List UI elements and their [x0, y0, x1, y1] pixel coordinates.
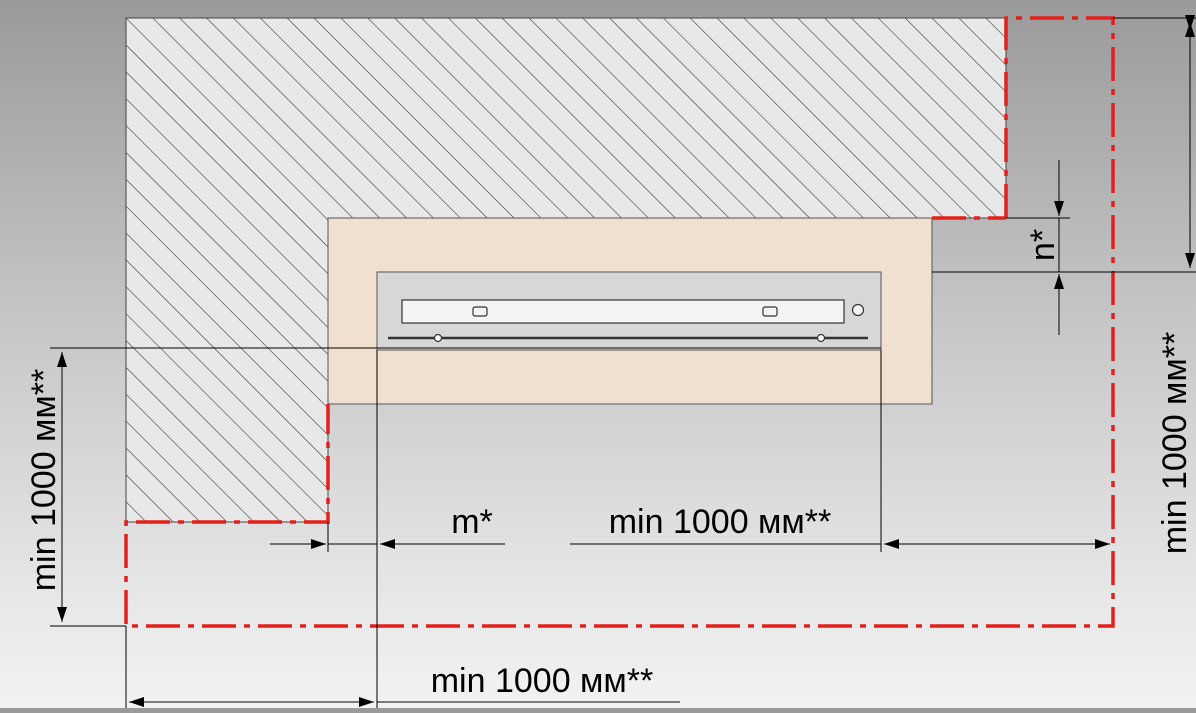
label-bottom-horizontal: min 1000 мм** — [431, 662, 654, 700]
clearance-zone-outline — [124, 16, 1115, 628]
slot-right — [762, 306, 778, 317]
dim-m: m* — [270, 503, 505, 552]
label-m: m* — [451, 503, 493, 541]
knob-icon — [851, 303, 865, 317]
label-left-vertical: min 1000 мм** — [25, 369, 63, 592]
dim-bottom-horizontal: min 1000 мм** — [129, 662, 680, 707]
fireplace-unit — [376, 271, 882, 351]
label-n: n* — [1024, 229, 1062, 261]
dim-right-vertical: min 1000 мм** — [1156, 15, 1195, 555]
extension-lines — [50, 17, 1196, 708]
dim-right-horizontal: min 1000 мм** — [570, 503, 1110, 549]
label-right-vertical: min 1000 мм** — [1156, 332, 1194, 555]
dim-left-vertical: min 1000 мм** — [25, 352, 67, 622]
dim-n: n* — [1024, 160, 1064, 335]
label-right-horizontal: min 1000 мм** — [609, 503, 832, 541]
slot-left — [472, 306, 488, 317]
